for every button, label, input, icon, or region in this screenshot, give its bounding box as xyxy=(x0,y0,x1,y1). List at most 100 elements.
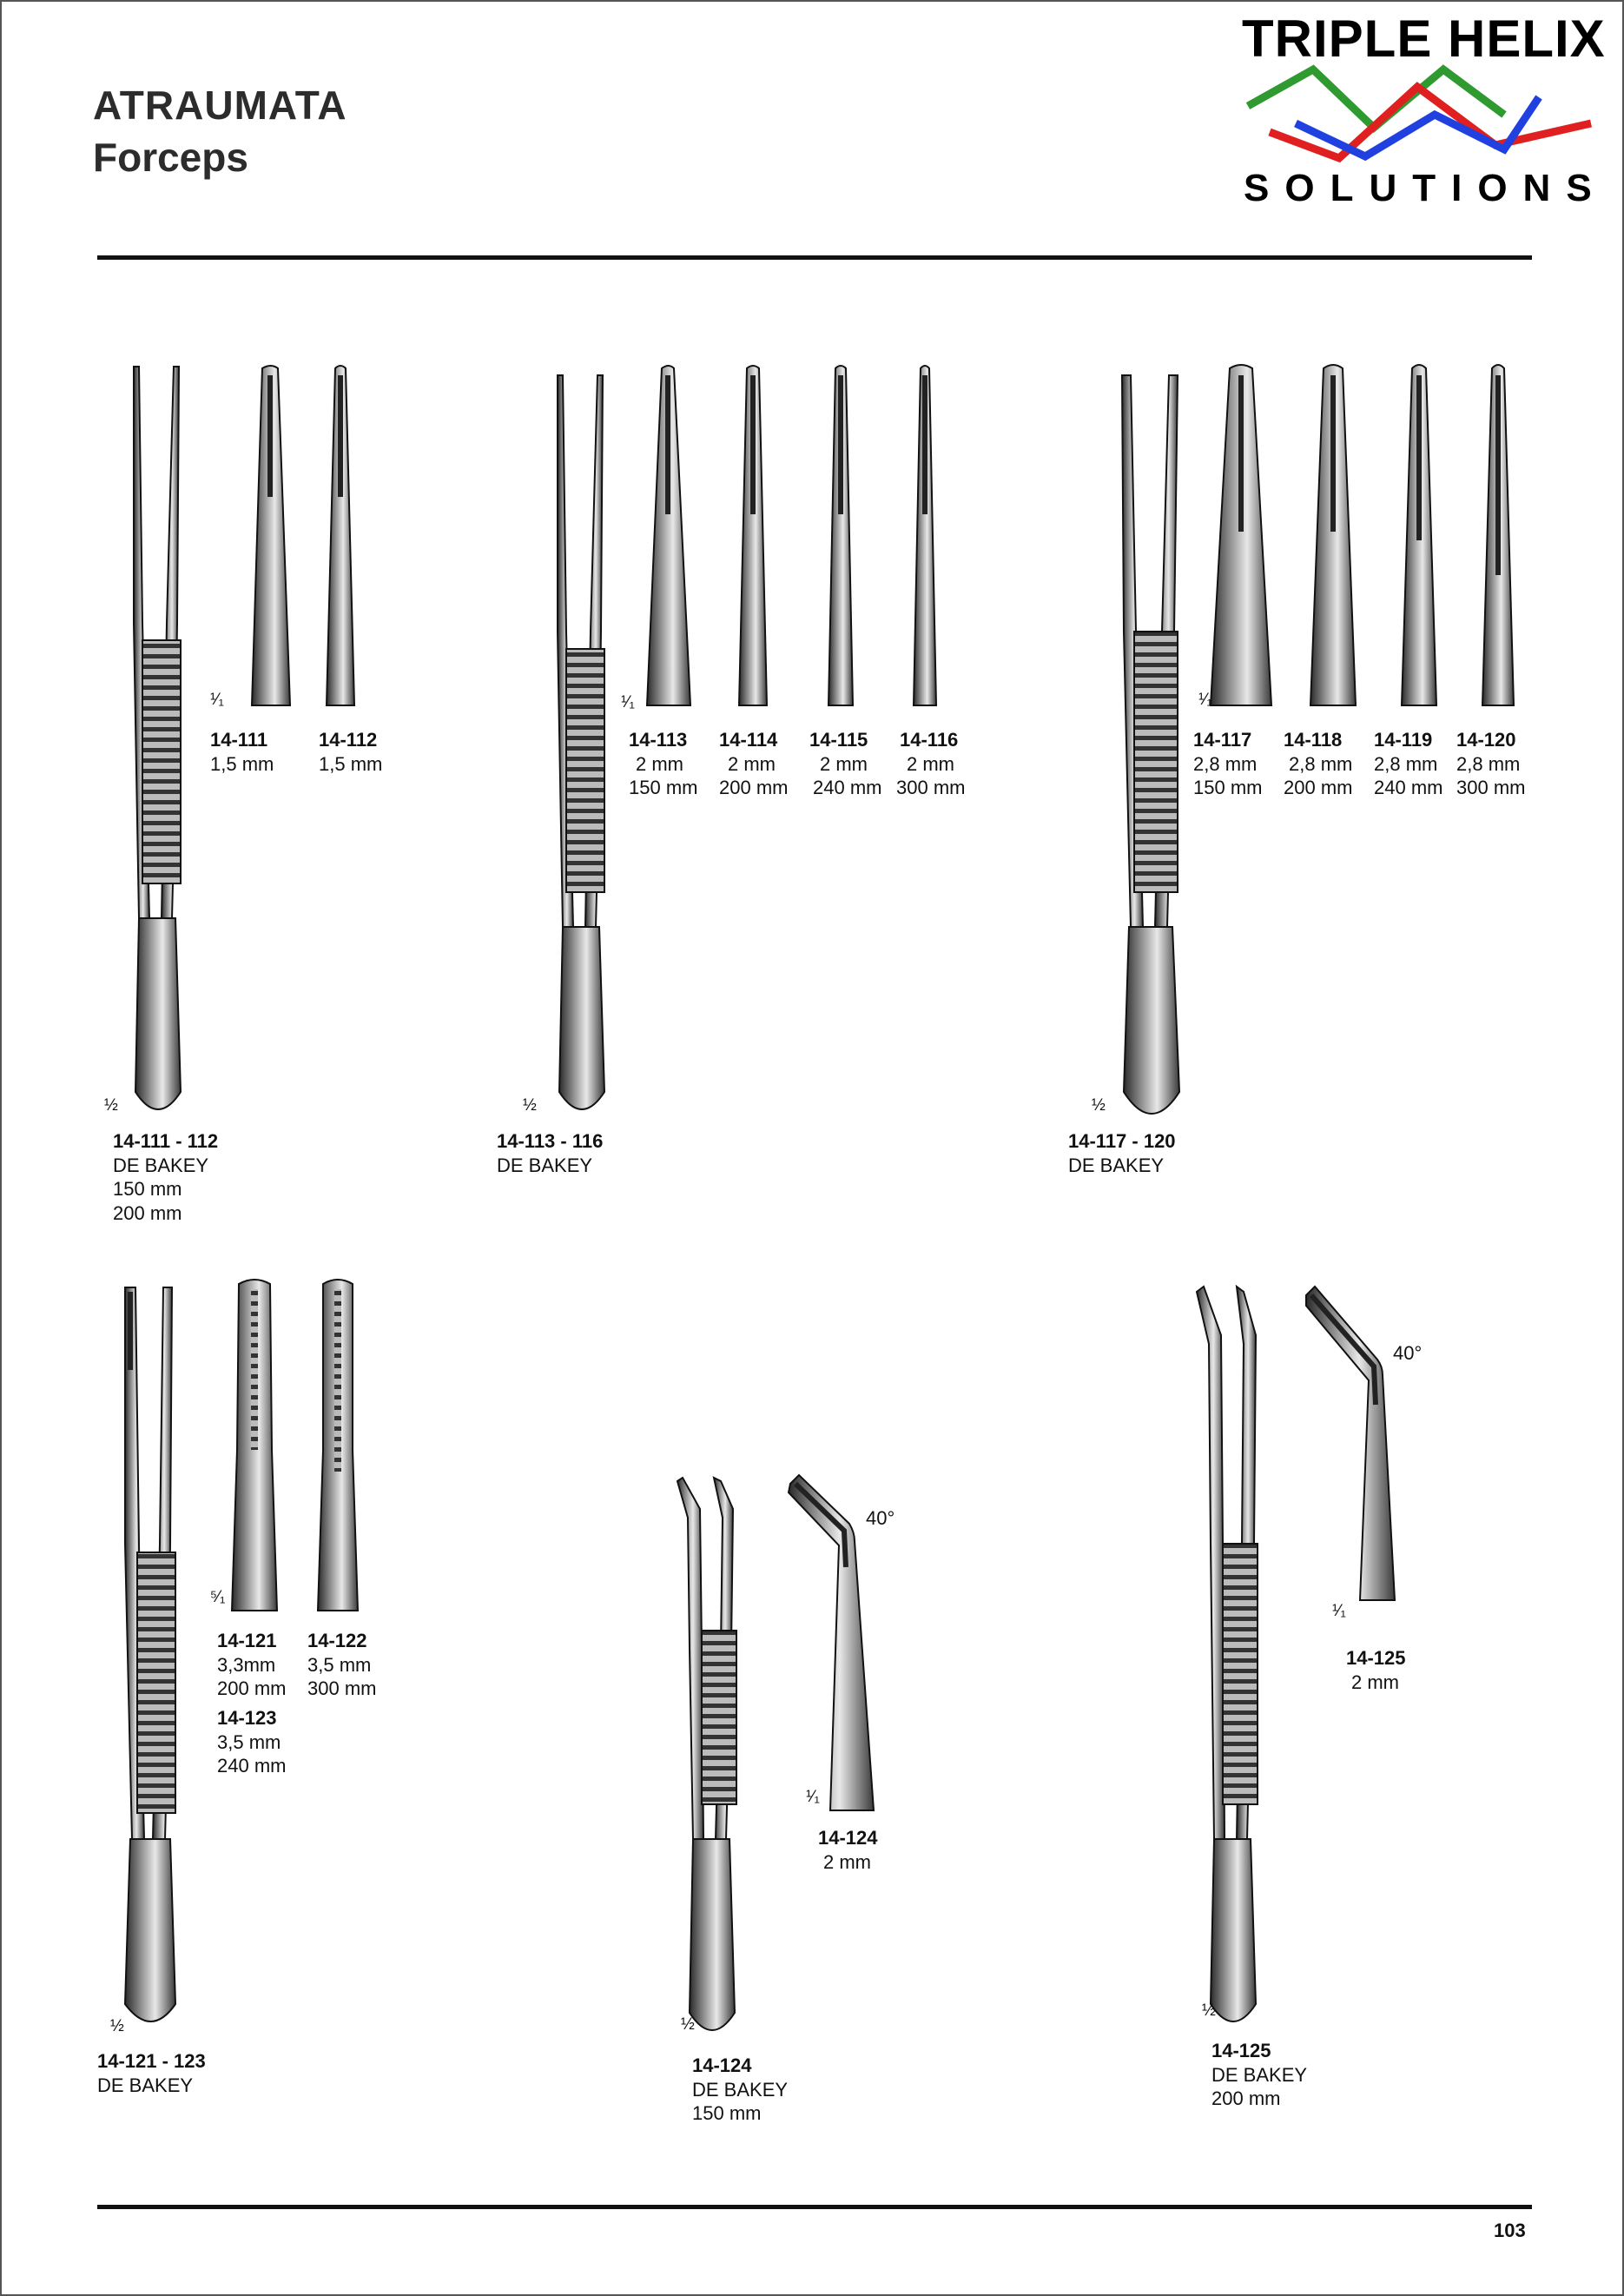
tip-length: 150 mm xyxy=(629,777,698,798)
tip-label-14-114: 14-114 2 mm 200 mm xyxy=(719,728,788,800)
product-code: 14-116 xyxy=(900,729,959,751)
group-type: DE BAKEY xyxy=(497,1154,593,1176)
tip-width: 2 mm xyxy=(728,752,776,775)
angle-label: 40° xyxy=(866,1507,895,1529)
product-code: 14-123 xyxy=(217,1707,277,1729)
tip-label-14-118: 14-118 2,8 mm 200 mm xyxy=(1284,728,1352,800)
tip-width: 2 mm xyxy=(636,752,683,775)
tip-length: 200 mm xyxy=(217,1677,287,1699)
tip-width: 2,8 mm xyxy=(1374,752,1438,775)
group-length: 150 mm xyxy=(692,2102,762,2124)
tip-length: 240 mm xyxy=(1374,777,1443,798)
group-name: 14-125 xyxy=(1211,2040,1271,2061)
tip-14-111-image xyxy=(250,365,292,706)
group-type: DE BAKEY xyxy=(1068,1154,1165,1176)
group-label-14-125: 14-125 DE BAKEY 200 mm xyxy=(1211,2039,1307,2111)
group-label-14-113-116: 14-113 - 116 DE BAKEY xyxy=(497,1129,603,1177)
product-code: 14-121 xyxy=(217,1630,277,1651)
tip-width: 2,8 mm xyxy=(1193,752,1258,775)
tip-length: 200 mm xyxy=(719,777,789,798)
tip-width: 1,5 mm xyxy=(210,752,274,775)
page-subtitle: Forceps xyxy=(93,135,248,180)
forceps-14-125-image xyxy=(1195,1284,1258,2022)
scale-label: ½ xyxy=(1092,1096,1106,1115)
tip-label-14-120: 14-120 2,8 mm 300 mm xyxy=(1456,728,1525,800)
scale-label: ½ xyxy=(110,2017,124,2035)
tip-width: 2 mm xyxy=(907,752,954,775)
group-label-14-121-123: 14-121 - 123 DE BAKEY xyxy=(97,2049,206,2097)
tip-14-118-image xyxy=(1309,364,1357,706)
group-type: DE BAKEY xyxy=(1211,2063,1308,2086)
tip-14-119-image xyxy=(1400,364,1438,706)
scale-label: ¹⁄₁ xyxy=(210,691,224,709)
product-code: 14-120 xyxy=(1456,729,1516,751)
tip-width: 2 mm xyxy=(823,1850,871,1873)
tip-length: 300 mm xyxy=(1456,777,1526,798)
group-name: 14-117 - 120 xyxy=(1068,1130,1176,1152)
tip-label-14-113: 14-113 2 mm 150 mm xyxy=(629,728,697,800)
scale-label: ½ xyxy=(1202,2002,1216,2020)
tip-width: 2,8 mm xyxy=(1456,752,1521,775)
forceps-14-113-image xyxy=(557,374,606,1110)
tip-14-124-image xyxy=(787,1473,875,1811)
product-code: 14-115 xyxy=(809,729,868,751)
tip-label-14-122: 14-122 3,5 mm 300 mm xyxy=(307,1629,376,1701)
product-code: 14-111 xyxy=(210,729,268,751)
brand-name-bottom: SOLUTIONS xyxy=(1244,167,1607,209)
group-length: 150 mm xyxy=(113,1178,182,1200)
product-code: 14-118 xyxy=(1284,729,1343,751)
scale-label: ⁵⁄₁ xyxy=(210,1588,226,1606)
tip-width: 1,5 mm xyxy=(319,752,383,775)
tip-width: 2 mm xyxy=(820,752,868,775)
tip-label-14-117: 14-117 2,8 mm 150 mm xyxy=(1193,728,1262,800)
tip-length: 300 mm xyxy=(896,777,966,798)
tip-width: 2,8 mm xyxy=(1289,752,1353,775)
tip-14-122-image xyxy=(316,1279,360,1611)
product-code: 14-122 xyxy=(307,1630,367,1651)
scale-label: ¹⁄₁ xyxy=(806,1788,820,1806)
page-title: ATRAUMATA xyxy=(93,83,347,128)
tip-label-14-111: 14-111 1,5 mm xyxy=(210,728,274,776)
tip-label-14-125: 14-125 2 mm xyxy=(1346,1646,1406,1694)
tip-width: 3,3mm xyxy=(217,1653,276,1676)
tip-14-114-image xyxy=(737,365,769,706)
group-type: DE BAKEY xyxy=(692,2078,789,2101)
group-name: 14-121 - 123 xyxy=(97,2050,206,2072)
tip-label-14-121: 14-121 3,3mm 200 mm xyxy=(217,1629,286,1701)
product-code: 14-114 xyxy=(719,729,778,751)
tip-label-14-119: 14-119 2,8 mm 240 mm xyxy=(1374,728,1442,800)
footer-rule xyxy=(97,2205,1532,2209)
group-length: 200 mm xyxy=(113,1201,182,1224)
tip-length: 150 mm xyxy=(1193,777,1263,798)
group-type: DE BAKEY xyxy=(97,2074,194,2096)
tip-label-14-124: 14-124 2 mm xyxy=(818,1826,878,1874)
tip-width: 2 mm xyxy=(1351,1671,1399,1693)
group-type: DE BAKEY xyxy=(113,1154,209,1176)
tip-width: 3,5 mm xyxy=(307,1653,372,1676)
product-code: 14-119 xyxy=(1374,729,1433,751)
tip-14-125-image xyxy=(1305,1285,1396,1601)
tip-14-120-image xyxy=(1481,364,1515,706)
product-code: 14-113 xyxy=(629,729,688,751)
product-code: 14-112 xyxy=(319,729,378,751)
tip-14-121-image xyxy=(230,1279,279,1611)
tip-14-115-image xyxy=(827,365,855,706)
group-label-14-111-112: 14-111 - 112 DE BAKEY 150 mm 200 mm xyxy=(113,1129,218,1225)
product-code: 14-125 xyxy=(1346,1647,1406,1669)
tip-14-113-image xyxy=(645,365,692,706)
group-name: 14-111 - 112 xyxy=(113,1130,219,1152)
group-label-14-124: 14-124 DE BAKEY 150 mm xyxy=(692,2054,788,2126)
tip-length: 240 mm xyxy=(813,777,882,798)
scale-label: ¹⁄₁ xyxy=(621,693,635,711)
product-code: 14-124 xyxy=(818,1827,878,1849)
scale-label: ½ xyxy=(681,2015,695,2034)
tip-length: 200 mm xyxy=(1284,777,1353,798)
group-label-14-117-120: 14-117 - 120 DE BAKEY xyxy=(1068,1129,1176,1177)
brand-name-top: TRIPLE HELIX xyxy=(1242,10,1606,68)
forceps-14-121-image xyxy=(123,1287,177,2022)
group-length: 200 mm xyxy=(1211,2088,1281,2109)
angle-label: 40° xyxy=(1393,1342,1423,1364)
tip-width: 3,5 mm xyxy=(217,1730,281,1753)
forceps-14-124-image xyxy=(676,1476,737,2031)
